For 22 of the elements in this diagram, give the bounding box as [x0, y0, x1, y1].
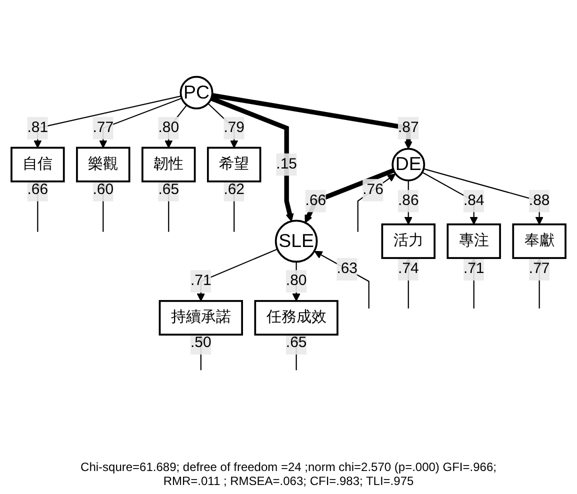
arrow — [423, 168, 544, 225]
observed-variable-box: 持續承諾 — [158, 300, 243, 336]
observed-variable-box: 希望 — [206, 146, 262, 182]
observed-variable-box: 任務成效 — [254, 300, 338, 336]
latent-variable-ellipse: DE — [392, 148, 426, 182]
observed-variable-box: 樂觀 — [76, 146, 130, 182]
arrow — [208, 103, 238, 148]
arrow — [210, 96, 294, 222]
observed-variable-box: 活力 — [381, 223, 436, 259]
fit-statistics-note: Chi-squre=61.689; defree of freedom =24 ;norm chi=2.570 (p=.000) GFI=.966; RMR=.011 ; RMSEA=.063; CFI=.983; TLI=.975 — [80, 460, 498, 488]
latent-variable-ellipse: PC — [180, 76, 214, 110]
observed-variable-box: 奉獻 — [512, 223, 566, 259]
arrow — [357, 174, 396, 232]
observed-variable-box: 自信 — [10, 146, 65, 182]
observed-variable-box: 韌性 — [142, 146, 196, 182]
arrow — [34, 96, 182, 148]
arrow — [212, 92, 412, 150]
observed-variable-box: 專注 — [446, 223, 501, 259]
latent-variable-ellipse: SLE — [274, 220, 318, 263]
arrow — [99, 98, 182, 148]
arrow — [196, 248, 278, 302]
arrow — [304, 168, 395, 224]
